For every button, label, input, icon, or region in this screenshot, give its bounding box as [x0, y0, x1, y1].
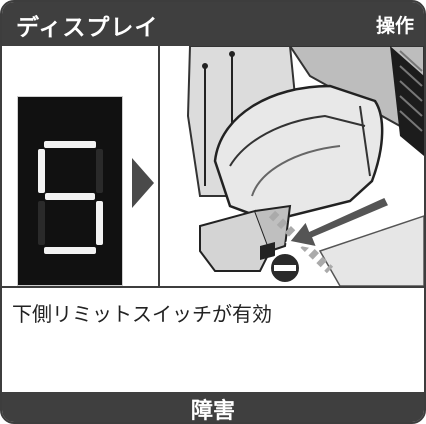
panel-row: [2, 46, 424, 288]
display-header-label: ディスプレイ: [16, 15, 159, 41]
seven-segment-display-icon: [17, 96, 123, 286]
card-header: ディスプレイ 操作: [2, 2, 424, 46]
display-panel: [2, 46, 160, 286]
no-entry-icon: [269, 252, 301, 284]
printer-lower-limit-switch-illustration: [160, 46, 424, 286]
fault-label: 障害: [190, 399, 235, 424]
triangle-pointer-icon: [132, 158, 154, 208]
card-footer: 障害: [2, 392, 424, 422]
operation-header-label: 操作: [375, 15, 414, 37]
error-description: 下側リミットスイッチが有効: [12, 302, 272, 326]
